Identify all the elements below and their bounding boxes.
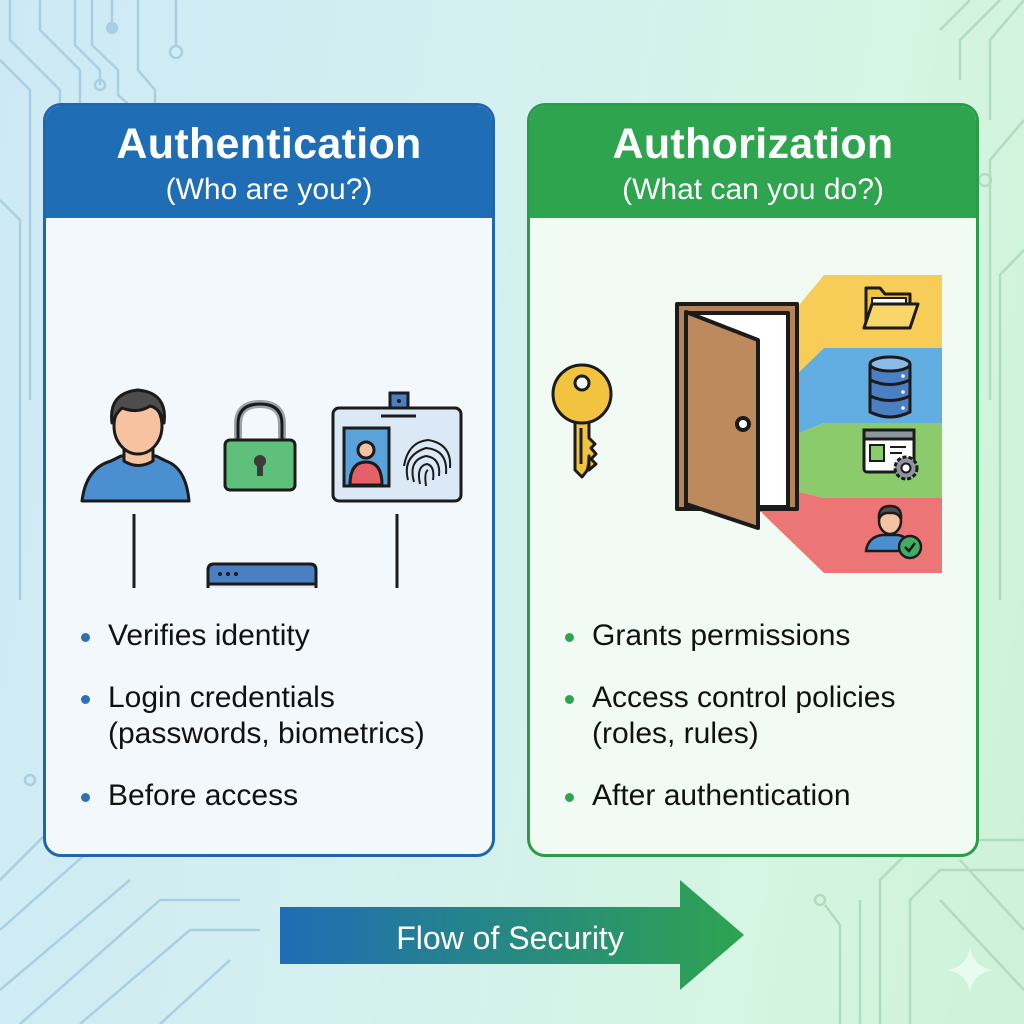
authentication-panel: Authentication (Who are you?) — [43, 103, 495, 857]
bullet-dot — [565, 633, 574, 642]
bullet-dot — [81, 633, 90, 642]
open-door-icon — [675, 302, 799, 530]
app-settings-icon — [862, 428, 919, 481]
folder-icon — [862, 286, 920, 330]
bullet-dot — [565, 793, 574, 802]
authorization-illustration — [551, 275, 942, 573]
authentication-bullets: Verifies identity Login credentials(pass… — [76, 618, 425, 840]
authorization-subtitle: (What can you do?) — [622, 173, 884, 206]
bullet-item: Grants permissions — [560, 618, 895, 654]
padlock-icon — [223, 399, 297, 492]
flow-of-security-arrow: Flow of Security — [280, 880, 744, 992]
arrow-right-icon — [280, 880, 744, 990]
bullet-dot — [81, 793, 90, 802]
verified-user-icon — [864, 504, 923, 560]
database-icon — [868, 355, 912, 419]
authentication-subtitle: (Who are you?) — [165, 173, 373, 206]
bullet-item: After authentication — [560, 778, 895, 814]
authentication-illustration — [80, 388, 463, 588]
verified-window-icon — [206, 562, 318, 588]
sparkle-icon — [947, 947, 993, 993]
bullet-item: Login credentials(passwords, biometrics) — [76, 680, 425, 752]
bullet-item: Access control policies(roles, rules) — [560, 680, 895, 752]
authorization-panel: Authorization (What can you do?) — [527, 103, 979, 857]
id-card-fingerprint-icon — [331, 391, 463, 503]
bullet-item: Before access — [76, 778, 425, 814]
bullet-dot — [565, 695, 574, 704]
user-icon — [80, 388, 191, 503]
key-icon — [551, 363, 613, 479]
authorization-bullets: Grants permissions Access control polici… — [560, 618, 895, 840]
bullet-dot — [81, 695, 90, 704]
authorization-title: Authorization — [612, 120, 894, 168]
flow-label: Flow of Security — [396, 920, 624, 956]
authorization-header: Authorization (What can you do?) — [530, 106, 976, 218]
authentication-header: Authentication (Who are you?) — [46, 106, 492, 218]
authentication-title: Authentication — [116, 120, 422, 168]
bullet-item: Verifies identity — [76, 618, 425, 654]
